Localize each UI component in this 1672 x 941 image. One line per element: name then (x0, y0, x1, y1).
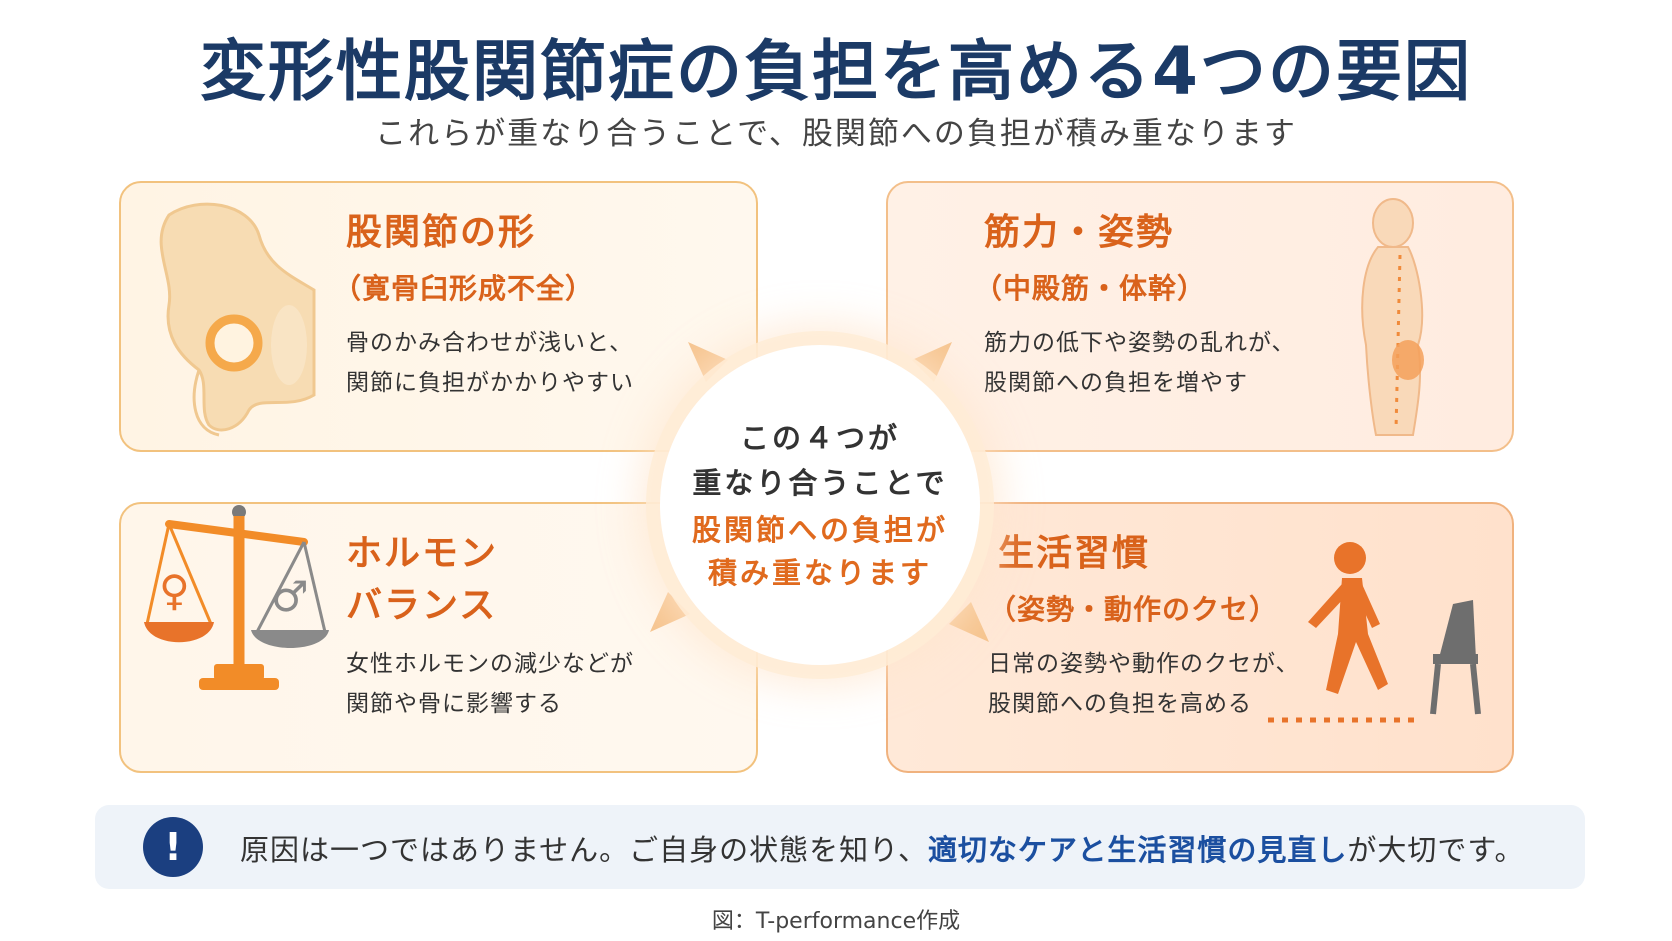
card-muscle-subtitle: （中殿筋・体幹） (974, 272, 1207, 305)
card-hormone-title-1: ホルモン (346, 533, 499, 574)
female-symbol-icon: ♀ (159, 566, 190, 615)
card-hip-shape-title: 股関節の形 (346, 212, 537, 253)
center-summary-circle: この４つが 重なり合うことで 股関節への負担が 積み重なります (660, 345, 980, 665)
card-hormone-desc-2: 関節や骨に影響する (346, 691, 562, 717)
card-hip-shape-desc-2: 関節に負担がかかりやすい (346, 370, 634, 396)
card-hormone-title-2: バランス (346, 585, 498, 626)
center-text-line-3: 股関節への負担が (691, 513, 948, 547)
card-lifestyle-desc-2: 股関節への負担を高める (988, 691, 1252, 717)
card-lifestyle-title: 生活習慣 (998, 533, 1151, 574)
center-text-line-1: この４つが (739, 421, 900, 455)
exclamation-icon: ! (143, 817, 203, 877)
card-muscle-desc-2: 股関節への負担を増やす (984, 370, 1248, 396)
figure-credit: 図：T-performance作成 (711, 909, 961, 934)
bottom-note-highlight: 適切なケアと生活習慣の見直し (927, 833, 1348, 867)
card-muscle-title: 筋力・姿勢 (984, 212, 1175, 253)
card-muscle-posture: 筋力・姿勢 （中殿筋・体幹） 筋力の低下や姿勢の乱れが、 股関節への負担を増やす (886, 181, 1514, 452)
page-title: 変形性股関節症の負担を高める4つの要因 (200, 33, 1472, 110)
page-subtitle: これらが重なり合うことで、股関節への負担が積み重なります (375, 116, 1297, 152)
bottom-note-text-before: 原因は一つではありません。ご自身の状態を知り、 (240, 833, 928, 867)
card-hip-shape-desc-1: 骨のかみ合わせが浅いと、 (346, 330, 634, 356)
male-symbol-icon: ♂ (271, 572, 309, 621)
walking-person-icon (1268, 542, 1481, 723)
standing-body-icon (1361, 198, 1424, 436)
arrow-bottom-right-icon (949, 602, 989, 642)
center-text-line-4: 積み重なります (707, 556, 932, 590)
balance-scale-icon (144, 505, 329, 690)
bottom-note-text: 原因は一つではありません。ご自身の状態を知り、適切なケアと生活習慣の見直しが大切… (240, 827, 1525, 869)
card-hormone-balance: ♀ ♂ ホルモン バランス 女性ホルモンの減少などが 関節や骨に影響する (119, 502, 758, 773)
card-lifestyle-subtitle: （姿勢・動作のクセ） (988, 593, 1279, 626)
bottom-note-banner: ! 原因は一つではありません。ご自身の状態を知り、適切なケアと生活習慣の見直しが… (95, 805, 1585, 889)
arrow-top-left-icon (688, 342, 728, 382)
pelvis-icon (159, 202, 316, 437)
arrow-top-right-icon (912, 342, 952, 382)
card-hip-shape-subtitle: （寛骨臼形成不全） (333, 272, 595, 305)
bottom-note-text-after: が大切です。 (1347, 833, 1525, 867)
card-hip-shape: 股関節の形 （寛骨臼形成不全） 骨のかみ合わせが浅いと、 関節に負担がかかりやす… (119, 181, 758, 452)
center-text-line-2: 重なり合うことで (692, 466, 948, 500)
card-lifestyle: 生活習慣 （姿勢・動作のクセ） 日常の姿勢や動作のクセが、 股関節への負担を高め… (886, 502, 1514, 773)
card-muscle-desc-1: 筋力の低下や姿勢の乱れが、 (984, 330, 1296, 356)
card-hormone-desc-1: 女性ホルモンの減少などが (346, 651, 634, 677)
card-lifestyle-desc-1: 日常の姿勢や動作のクセが、 (988, 651, 1300, 677)
arrow-bottom-left-icon (650, 592, 690, 632)
